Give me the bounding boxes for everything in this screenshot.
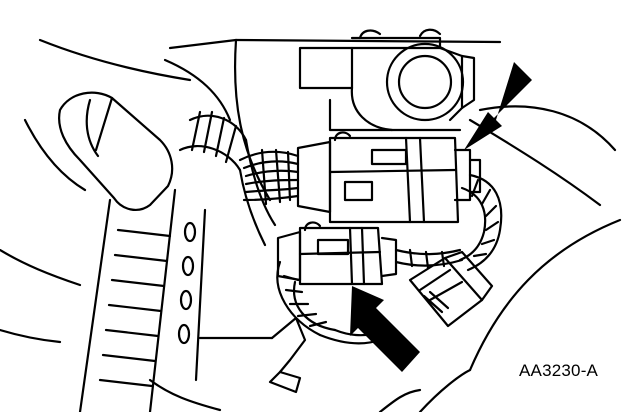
ribbed-post	[78, 188, 177, 412]
figure-code: AA3230-A	[519, 361, 599, 380]
body-outline	[163, 38, 622, 412]
oval-holes	[177, 208, 207, 382]
right-harness	[394, 173, 503, 272]
upper-arrow	[464, 62, 532, 150]
lower-arrow	[350, 286, 420, 372]
upper-connector	[296, 131, 482, 224]
left-bracket	[58, 91, 174, 211]
left-harness	[178, 110, 277, 247]
lower-bracket	[198, 316, 307, 394]
upper-component	[298, 28, 476, 132]
lower-connector	[276, 221, 398, 286]
left-panel-lines	[0, 38, 222, 412]
wire-bundle-upper	[238, 148, 300, 206]
small-connector	[408, 250, 494, 328]
